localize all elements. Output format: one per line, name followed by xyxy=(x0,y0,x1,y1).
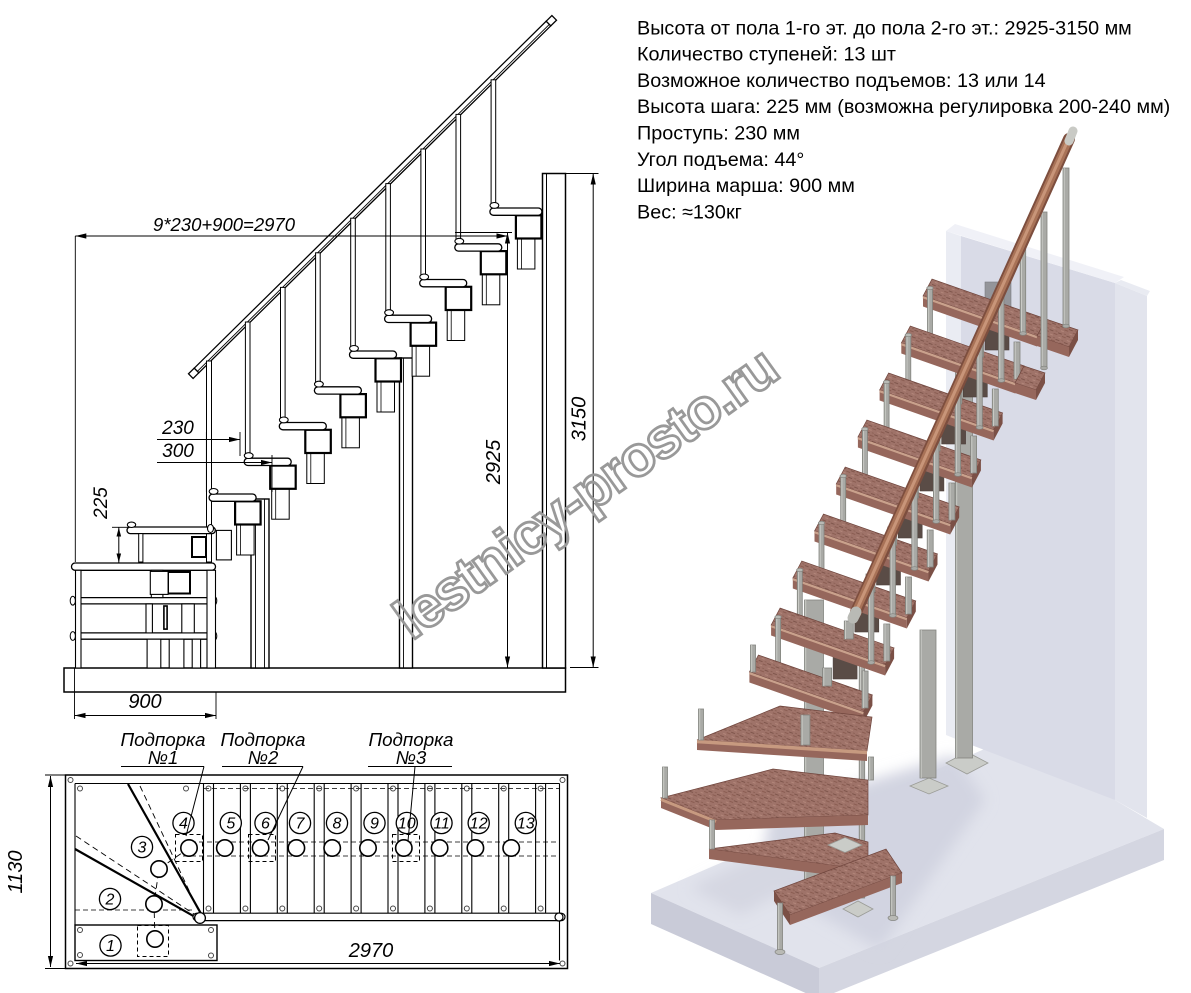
svg-text:4: 4 xyxy=(179,816,188,833)
svg-text:6: 6 xyxy=(261,816,270,833)
svg-text:900: 900 xyxy=(128,691,161,713)
svg-text:1130: 1130 xyxy=(5,850,27,893)
svg-text:Высота от пола 1-го эт. до пол: Высота от пола 1-го эт. до пола 2-го эт.… xyxy=(637,17,1132,39)
svg-text:№1: №1 xyxy=(148,747,179,768)
svg-text:2925: 2925 xyxy=(483,439,505,485)
svg-text:3: 3 xyxy=(138,840,147,857)
svg-text:2: 2 xyxy=(105,892,115,909)
svg-text:7: 7 xyxy=(296,816,306,833)
svg-text:№2: №2 xyxy=(248,747,279,768)
svg-text:Высота шага: 225 мм (возможна: Высота шага: 225 мм (возможна регулировк… xyxy=(637,96,1170,118)
svg-text:13: 13 xyxy=(517,816,535,833)
svg-text:2970: 2970 xyxy=(348,940,394,962)
svg-text:Угол подъема: 44°: Угол подъема: 44° xyxy=(637,149,804,171)
svg-text:3150: 3150 xyxy=(569,397,591,442)
svg-text:Количество ступеней: 13 шт: Количество ступеней: 13 шт xyxy=(637,44,896,66)
svg-text:№3: №3 xyxy=(396,747,427,768)
svg-text:9: 9 xyxy=(370,816,379,833)
svg-text:Вес: ≈130кг: Вес: ≈130кг xyxy=(637,201,742,223)
svg-text:Подпорка: Подпорка xyxy=(369,729,454,750)
svg-text:8: 8 xyxy=(333,816,342,833)
svg-text:Проступь: 230 мм: Проступь: 230 мм xyxy=(637,123,800,145)
svg-text:300: 300 xyxy=(162,441,194,462)
svg-text:Возможное количество подъемов:: Возможное количество подъемов: 13 или 14 xyxy=(637,70,1046,92)
svg-text:12: 12 xyxy=(470,816,488,833)
svg-text:11: 11 xyxy=(433,816,450,833)
svg-text:Подпорка: Подпорка xyxy=(121,729,206,750)
svg-text:10: 10 xyxy=(398,816,416,833)
svg-text:1: 1 xyxy=(106,938,115,955)
svg-text:9*230+900=2970: 9*230+900=2970 xyxy=(153,214,296,235)
svg-text:225: 225 xyxy=(91,487,112,520)
svg-text:230: 230 xyxy=(161,418,194,439)
svg-text:5: 5 xyxy=(226,816,235,833)
svg-text:Подпорка: Подпорка xyxy=(221,729,306,750)
svg-text:Ширина марша: 900 мм: Ширина марша: 900 мм xyxy=(637,175,855,197)
